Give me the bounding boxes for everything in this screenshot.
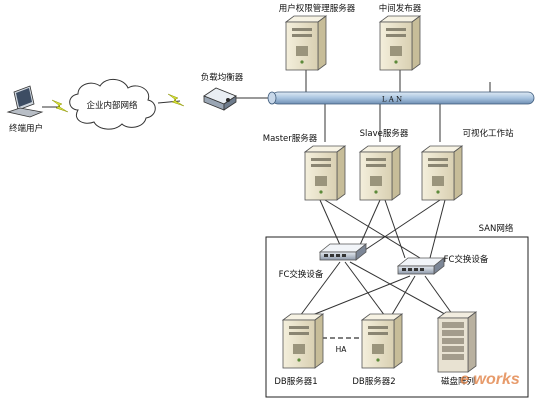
slave-server-label: Slave服务器 bbox=[360, 128, 409, 139]
db-server-1-label: DB服务器1 bbox=[274, 376, 317, 387]
visual-workstation-label: 可视化工作站 bbox=[462, 128, 514, 139]
load-balancer-label: 负载均衡器 bbox=[201, 72, 244, 83]
link-fc-left-db2 bbox=[344, 261, 386, 317]
link-fc-right-db2 bbox=[389, 275, 416, 319]
link-fc-right-db1 bbox=[304, 275, 411, 319]
link-fc-left-disk bbox=[349, 261, 453, 319]
wireless-link-icon-right bbox=[167, 93, 185, 107]
link-fc-left-db1 bbox=[299, 261, 341, 317]
disk-array-icon bbox=[436, 311, 478, 373]
slave-server-icon bbox=[359, 145, 401, 201]
lan-label: L A N bbox=[382, 96, 402, 104]
lan-bar bbox=[267, 91, 535, 105]
san-network-box bbox=[265, 236, 529, 398]
visual-workstation-icon bbox=[421, 145, 463, 201]
user-admin-server-label: 用户权限管理服务器 bbox=[279, 3, 356, 14]
link-slave-fc-left bbox=[359, 199, 381, 246]
cloud-icon bbox=[69, 79, 156, 130]
enterprise-network-label: 企业内部网络 bbox=[86, 100, 138, 111]
middle-publish-server-icon bbox=[379, 15, 421, 71]
san-network-label: SAN网络 bbox=[479, 223, 514, 234]
terminal-user-label: 终端用户 bbox=[9, 123, 43, 134]
fc-switch-right-label: FC交换设备 bbox=[444, 254, 489, 265]
master-server-label: Master服务器 bbox=[263, 133, 318, 144]
user-admin-server-icon bbox=[285, 15, 327, 71]
fc-switch-left-icon bbox=[319, 243, 367, 261]
link-master-fc-right bbox=[324, 199, 421, 259]
fc-switch-left-label: FC交换设备 bbox=[279, 269, 324, 280]
middle-publish-server-label: 中间发布器 bbox=[379, 3, 422, 14]
connection-lines bbox=[42, 70, 491, 319]
load-balancer-icon bbox=[203, 87, 237, 111]
watermark-logo: e works bbox=[460, 371, 520, 388]
db-server-2-label: DB服务器2 bbox=[352, 376, 395, 387]
laptop-icon bbox=[6, 85, 44, 118]
wireless-link-icon-left bbox=[51, 99, 69, 113]
disk-array-label: 磁盘阵列 bbox=[441, 376, 475, 387]
db-server-1-icon bbox=[282, 313, 324, 369]
link-slave-fc-right bbox=[384, 199, 406, 259]
link-workstation-fc-left bbox=[364, 199, 441, 251]
fc-switch-right-icon bbox=[397, 257, 445, 275]
db-server-2-icon bbox=[361, 313, 403, 369]
link-workstation-fc-right bbox=[429, 199, 446, 259]
ha-label: HA bbox=[336, 345, 348, 354]
master-server-icon bbox=[304, 145, 346, 201]
link-fc-right-disk bbox=[424, 275, 456, 319]
